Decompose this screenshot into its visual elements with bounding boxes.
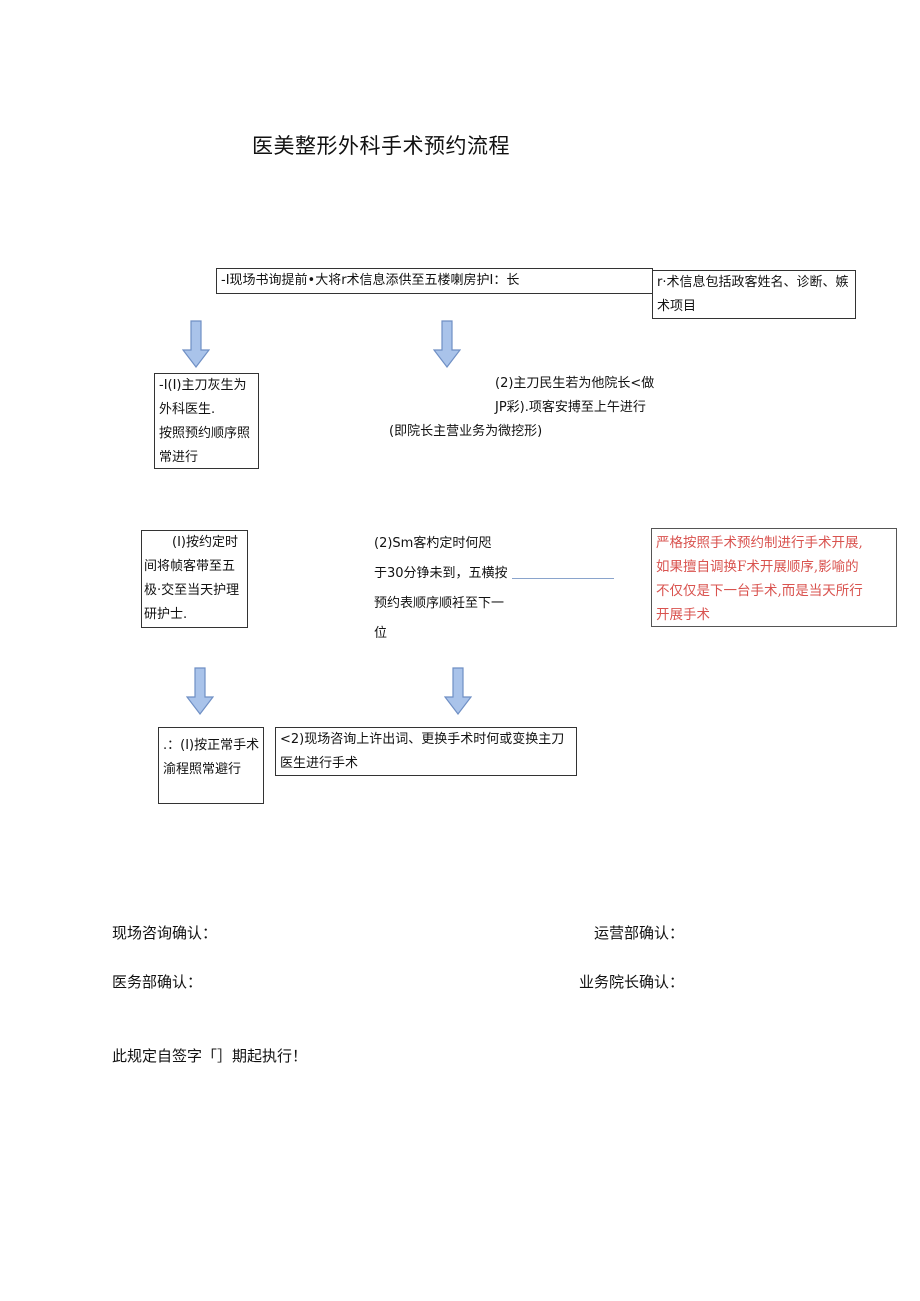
step-mid-line: (2)主刀民生若为他院长<做 (495, 376, 655, 391)
page-title: 医美整形外科手术预约流程 (252, 134, 510, 158)
step-left-box-1: -I(I)主刀灰生为 外科医生. 按照预约顺序照 常进行 (154, 373, 259, 469)
warning-box: 严格按照手术预约制进行手术开展, 如果擅自调换F术开展顺序,影喻的 不仅仅是下一… (651, 528, 897, 627)
step-left-box-3: .：(I)按正常手术 渝程照常避行 (158, 727, 264, 804)
step-mid-text-2: (2)Sm客杓定时何咫 于30分铮未到，五横按 预约表顺序顺衽至下一 位 (374, 529, 508, 649)
info-note-line: r·术信息包括政客姓名、诊断、嫉 (657, 275, 849, 290)
signature-operations-label: 运营部确认： (594, 924, 685, 942)
flow-arrow-down-icon (433, 320, 461, 368)
step-mid-line: (2)Sm客杓定时何咫 (374, 536, 492, 551)
step-left-line: (I)按约定时 (172, 535, 238, 550)
step-left-line: 常进行 (159, 450, 199, 465)
step-mid-line: 预约表顺序顺衽至下一 (374, 596, 505, 611)
step-left-line: 按照预约顺序照 (159, 426, 251, 441)
effective-date-footer: 此规定自签字「］期起执行！ (112, 1047, 308, 1065)
step-left-line: 间将帧客带至五 (144, 559, 236, 574)
step-left-box-2: (I)按约定时 间将帧客带至五 极·交至当天护理 研护士. (141, 530, 248, 628)
step-mid-text-1: (2)主刀民生若为他院长<做 JP彩).项客安搏至上午进行 (495, 372, 654, 420)
step-top-box: -I现场书询提前•大将r术信息添供至五楼喇房护I：长 (216, 268, 653, 294)
warning-line: 不仅仅是下一台手术,而是当天所行 (656, 583, 863, 599)
step-left-line: -I(I)主刀灰生为 (159, 378, 247, 393)
connector-line (512, 578, 614, 579)
step-left-line: .：(I)按正常手术 (163, 738, 260, 753)
flow-arrow-down-icon (182, 320, 210, 368)
step-mid-line: (即院长主营业务为微挖形) (389, 424, 543, 439)
info-note-box: r·术信息包括政客姓名、诊断、嫉 术项目 (652, 270, 856, 319)
step-mid-line: 于30分铮未到，五横按 (374, 566, 508, 581)
step-mid-line: JP彩).项客安搏至上午进行 (495, 400, 646, 415)
step-mid-box-3: <2)现场咨询上许出词、更换手术时何或变换主刀 医生进行手术 (275, 727, 577, 776)
step-mid-note-1: (即院长主营业务为微挖形) (389, 420, 542, 444)
info-note-line: 术项目 (657, 299, 697, 314)
step-top-text: -I现场书询提前•大将r术信息添供至五楼喇房护I：长 (221, 273, 520, 288)
signature-onsite-label: 现场咨询确认： (112, 924, 218, 942)
flow-arrow-down-icon (444, 667, 472, 715)
signature-medical-label: 医务部确认： (112, 973, 203, 991)
step-left-line: 极·交至当天护理 (144, 583, 240, 598)
signature-dean-label: 业务院长确认： (579, 973, 685, 991)
step-mid-line: 医生进行手术 (280, 756, 359, 771)
step-left-line: 外科医生. (159, 402, 216, 417)
warning-line: 开展手术 (656, 607, 710, 623)
flow-arrow-down-icon (186, 667, 214, 715)
warning-line: 严格按照手术预约制进行手术开展, (656, 535, 863, 551)
step-mid-line: 位 (374, 626, 388, 641)
step-left-line: 研护士. (144, 607, 188, 622)
step-left-line: 渝程照常避行 (163, 762, 242, 777)
step-mid-line: <2)现场咨询上许出词、更换手术时何或变换主刀 (280, 732, 565, 747)
warning-line: 如果擅自调换F术开展顺序,影喻的 (656, 559, 859, 575)
